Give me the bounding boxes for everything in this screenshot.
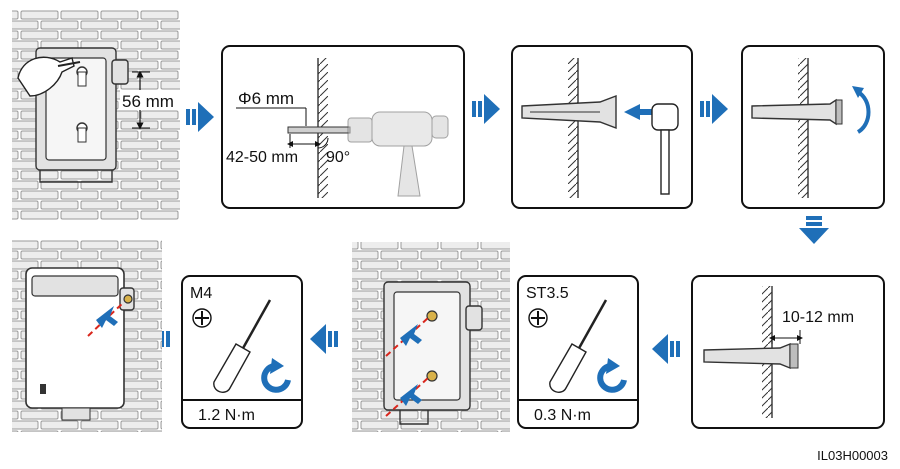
step2-drill-holes: Φ6 mm 42-50 mm 90° xyxy=(221,45,465,209)
device-unit xyxy=(25,267,135,421)
screw-type-label: M4 xyxy=(190,285,212,302)
insert-arrow-icon xyxy=(96,306,118,328)
step3-panel xyxy=(511,45,693,209)
screw-icon xyxy=(426,310,438,322)
screw-type-label: ST3.5 xyxy=(526,285,569,302)
flow-arrow-right xyxy=(700,94,728,124)
push-arrow-icon xyxy=(624,104,652,120)
step6-torque-st35: ST3.5 0.3 N·m xyxy=(517,275,639,429)
step4-tighten-anchor xyxy=(741,45,885,209)
phillips-icon xyxy=(528,308,548,328)
flow-arrow-left xyxy=(310,324,338,354)
step8-device-mounted xyxy=(12,240,162,432)
step1-mark-holes: 56 mm xyxy=(12,10,182,220)
screwdriver-icon xyxy=(213,299,272,393)
step3-insert-anchor xyxy=(511,45,693,209)
step7-torque-m4: M4 1.2 N·m xyxy=(181,275,303,429)
insert-arrow-icon xyxy=(400,324,422,346)
step4-panel xyxy=(741,45,885,209)
rotate-clockwise-icon xyxy=(261,358,291,393)
flow-arrow-right xyxy=(186,102,214,132)
angle-label: 90° xyxy=(326,149,350,166)
screwdriver-icon xyxy=(549,299,608,393)
figure-id: IL03H00003 xyxy=(817,448,888,463)
dimension-56mm: 56 mm xyxy=(120,70,182,130)
step6-bracket-installed xyxy=(352,242,510,432)
screw-icon xyxy=(426,370,438,382)
flow-arrow-down xyxy=(799,216,829,244)
rotate-clockwise-icon xyxy=(597,358,627,393)
drill-diameter-label: Φ6 mm xyxy=(238,89,294,108)
phillips-icon xyxy=(192,308,212,328)
distance-label: 56 mm xyxy=(122,92,174,111)
flow-arrow-left xyxy=(652,334,680,364)
drill-icon xyxy=(347,111,449,197)
flow-arrow-right xyxy=(472,94,500,124)
torque-label: 0.3 N·m xyxy=(534,407,591,424)
hammer-icon xyxy=(651,103,679,195)
screw-length-label: 10-12 mm xyxy=(782,309,854,326)
torque-label: 1.2 N·m xyxy=(198,407,255,424)
hole-depth-label: 42-50 mm xyxy=(226,149,298,166)
rotate-arrow-icon xyxy=(856,90,871,134)
hand-with-pen-icon xyxy=(17,56,81,97)
insert-arrow-icon xyxy=(400,384,422,406)
screw-icon xyxy=(123,294,133,304)
step5-screw-length: 10-12 mm xyxy=(691,275,885,429)
